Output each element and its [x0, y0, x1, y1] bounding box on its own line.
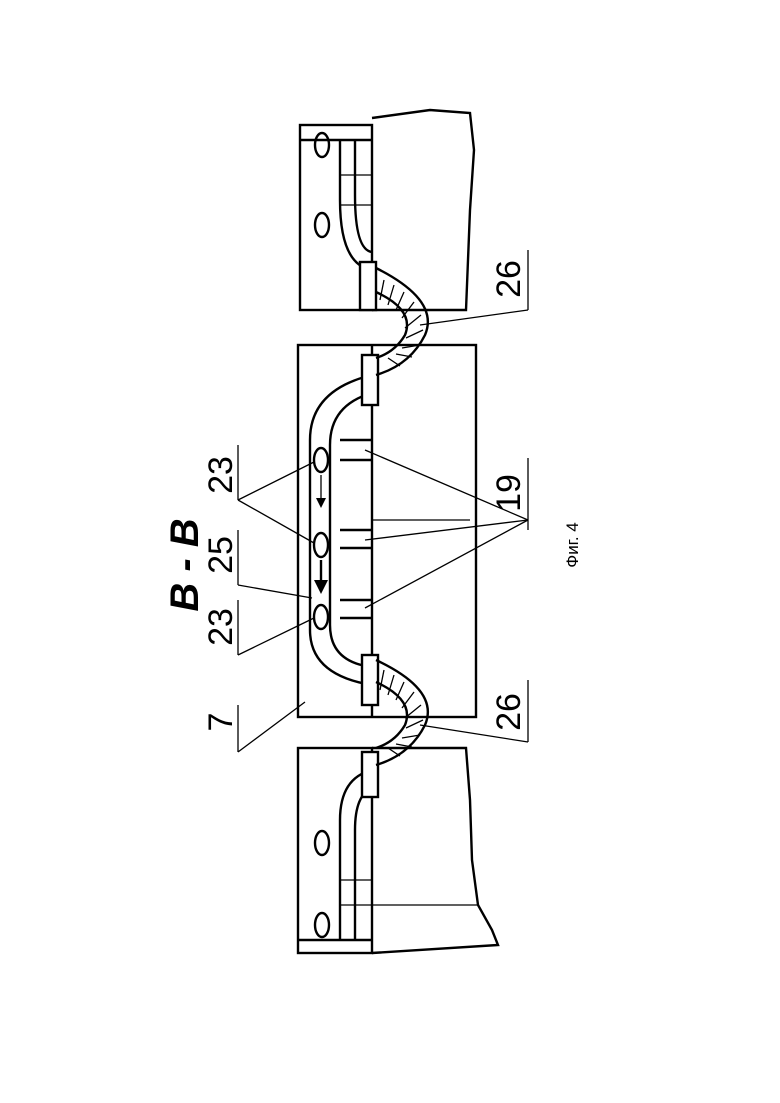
label-26-lower: 26	[490, 693, 528, 731]
label-19: 19	[490, 474, 528, 512]
lower-broken-edge	[372, 748, 498, 953]
upper-flange	[360, 262, 376, 310]
label-23-lower: 23	[202, 608, 240, 646]
middle-module	[298, 345, 476, 717]
label-26-upper: 26	[490, 260, 528, 298]
middle-flange-bottom	[362, 655, 378, 705]
lower-module	[298, 748, 498, 953]
middle-flange-top	[362, 355, 378, 405]
label-7: 7	[202, 713, 240, 732]
label-25: 25	[202, 536, 240, 574]
upper-module	[300, 110, 474, 310]
figure-caption: Фиг. 4	[563, 522, 582, 567]
section-title: B - B	[163, 518, 207, 611]
label-23-upper: 23	[202, 456, 240, 494]
upper-broken-edge	[372, 110, 474, 310]
lower-flange	[362, 752, 378, 797]
